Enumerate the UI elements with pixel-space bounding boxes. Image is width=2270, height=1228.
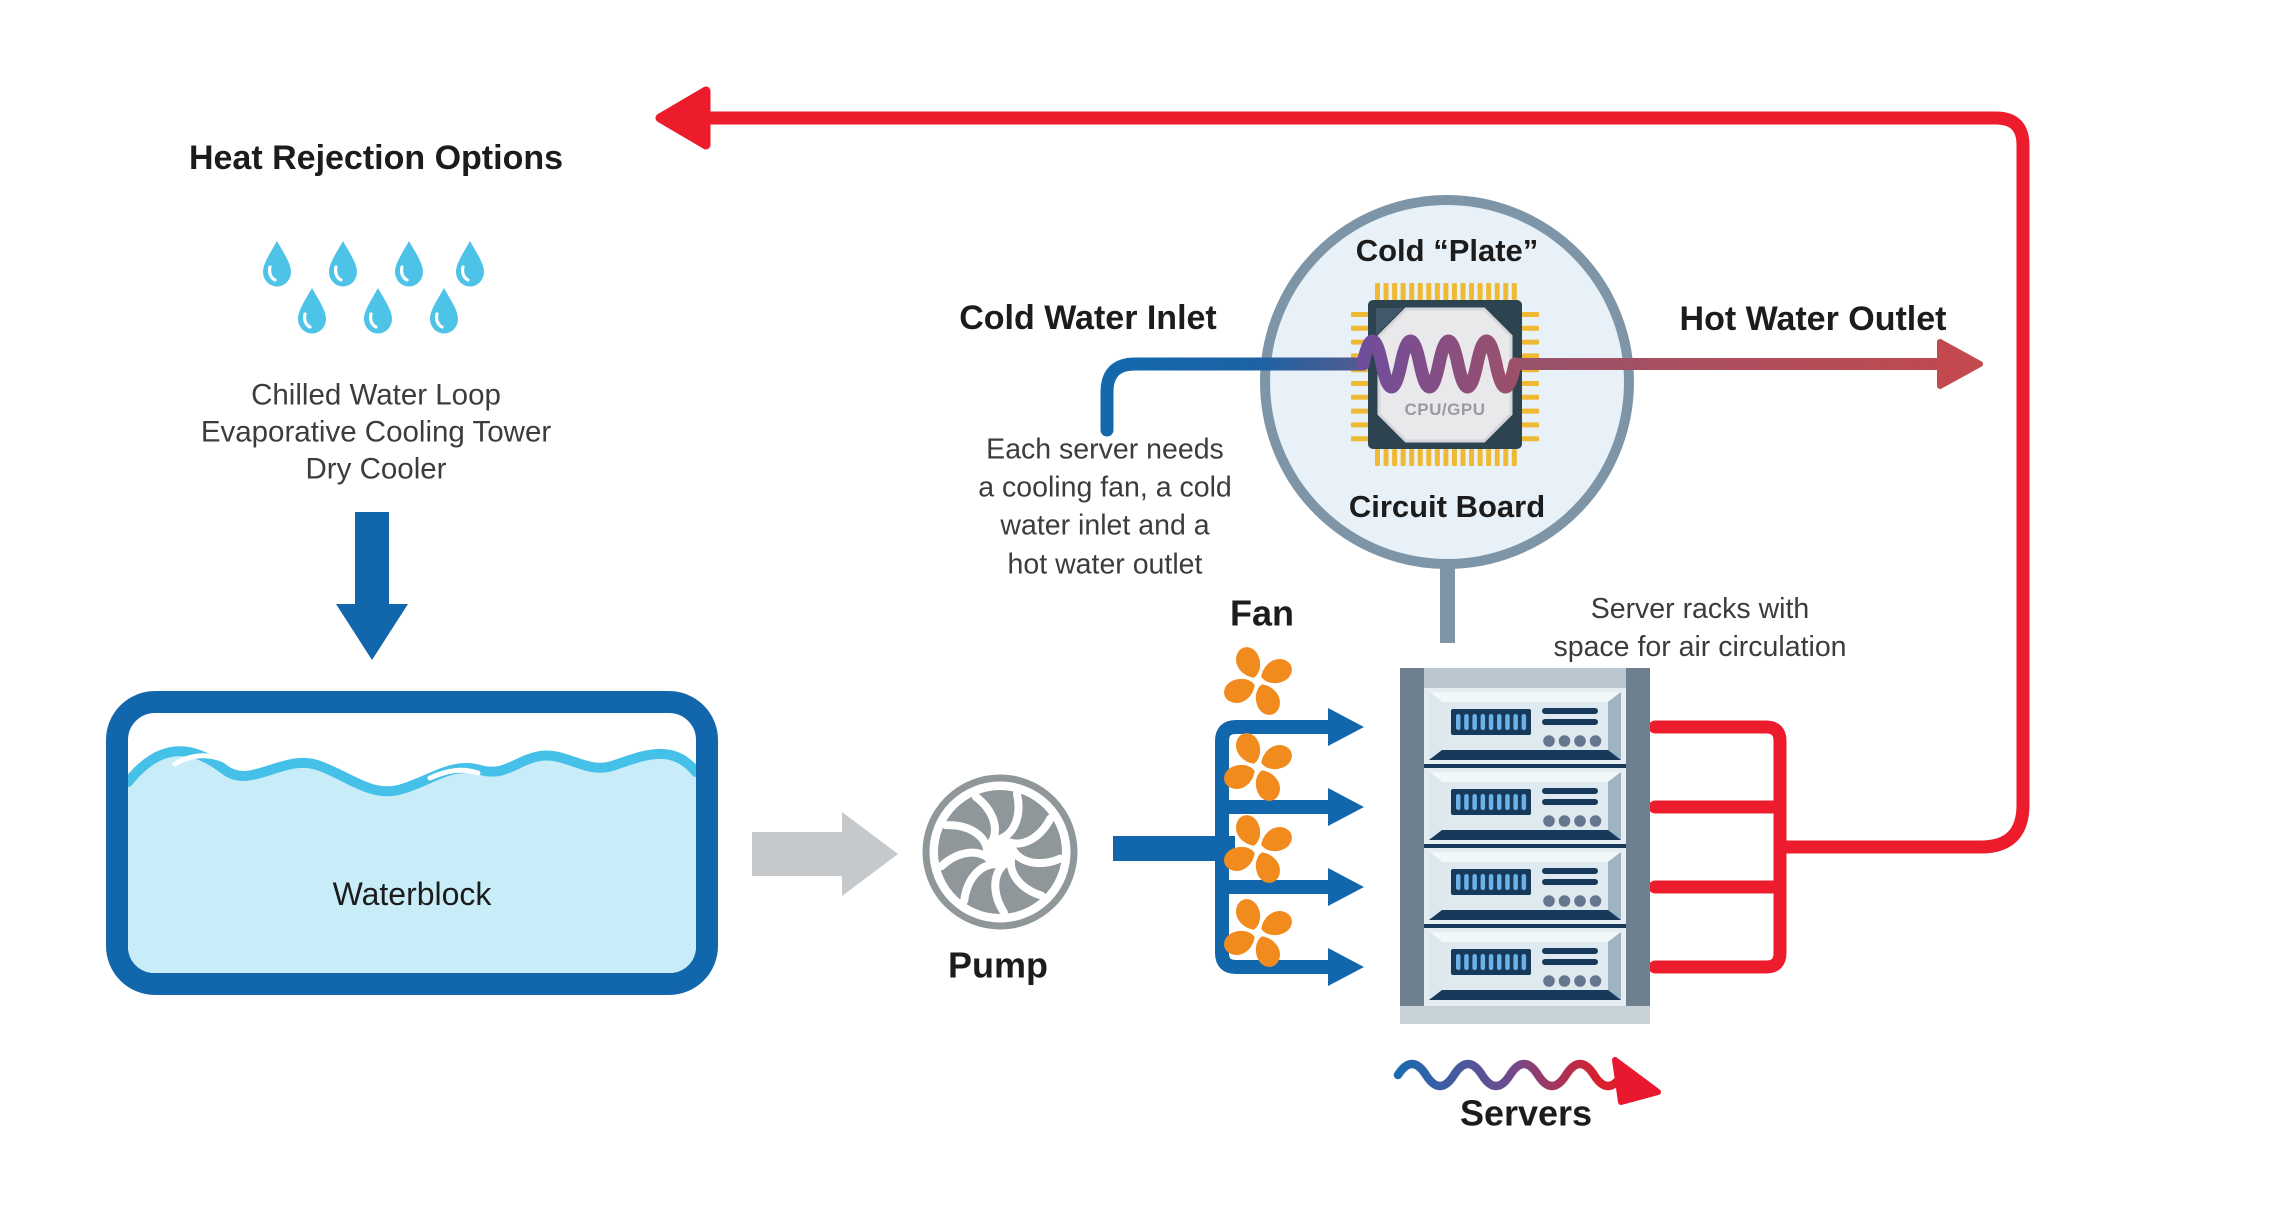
water-surface-wave (128, 746, 696, 797)
heat-rejection-options: Chilled Water Loop Evaporative Cooling T… (200, 378, 552, 486)
water-droplet-icon (395, 241, 423, 287)
water-droplet-icon (456, 241, 484, 287)
fan-label: Fan (1229, 592, 1295, 634)
rack-note: Server racks with space for air circulat… (1553, 592, 1847, 663)
flow-squiggle-arrow-icon (1393, 1057, 1661, 1105)
magnifier-stem (1440, 555, 1455, 643)
hot-outlet-arrow-icon (1937, 339, 1983, 389)
server-rack (1400, 668, 1650, 1024)
pump-label: Pump (947, 944, 1049, 986)
fan-icon (1224, 815, 1292, 883)
manifold-arrowheads (1328, 708, 1364, 986)
fan-icon (1224, 899, 1292, 967)
water-droplet-icon (329, 241, 357, 287)
fan-icon (1224, 733, 1292, 801)
water-droplet-icon (298, 288, 326, 334)
cold-water-inlet-label: Cold Water Inlet (959, 298, 1217, 337)
server-unit-icon (1429, 772, 1621, 840)
heat-wave-icon (1356, 334, 1522, 394)
cpu-gpu-label: CPU/GPU (1404, 399, 1486, 419)
waterblock-tank (106, 691, 718, 995)
waterblock-label: Waterblock (332, 876, 492, 913)
cold-water-pipe (1100, 357, 1370, 437)
heat-rejection-title: Heat Rejection Options (188, 138, 564, 177)
left-return-arrow-icon (655, 86, 711, 150)
server-unit-icon (1429, 932, 1621, 1000)
circuit-board-label: Circuit Board (1348, 488, 1546, 524)
water-droplet-icons (263, 241, 484, 334)
fan-icons (1224, 647, 1292, 967)
servers-label: Servers (1459, 1092, 1593, 1134)
fan-icon (1224, 647, 1292, 715)
cpu-chip-pins (1351, 283, 1539, 466)
water-droplet-icon (364, 288, 392, 334)
water-fill (128, 751, 696, 973)
cold-supply-manifold (1113, 708, 1364, 986)
server-note: Each server needs a cooling fan, a cold … (978, 433, 1232, 581)
cold-plate-detail (1100, 195, 1983, 643)
server-unit-icon (1429, 852, 1621, 920)
water-droplet-icon (430, 288, 458, 334)
server-unit-icon (1429, 692, 1621, 760)
water-droplet-icon (263, 241, 291, 287)
down-block-arrow-icon (336, 512, 408, 660)
pump-impeller-icon (922, 774, 1078, 930)
cold-plate-label: Cold “Plate” (1355, 232, 1539, 268)
right-block-arrow-icon (752, 812, 898, 896)
hot-return-loop (655, 86, 2030, 974)
hot-water-outlet-label: Hot Water Outlet (1679, 299, 1947, 338)
